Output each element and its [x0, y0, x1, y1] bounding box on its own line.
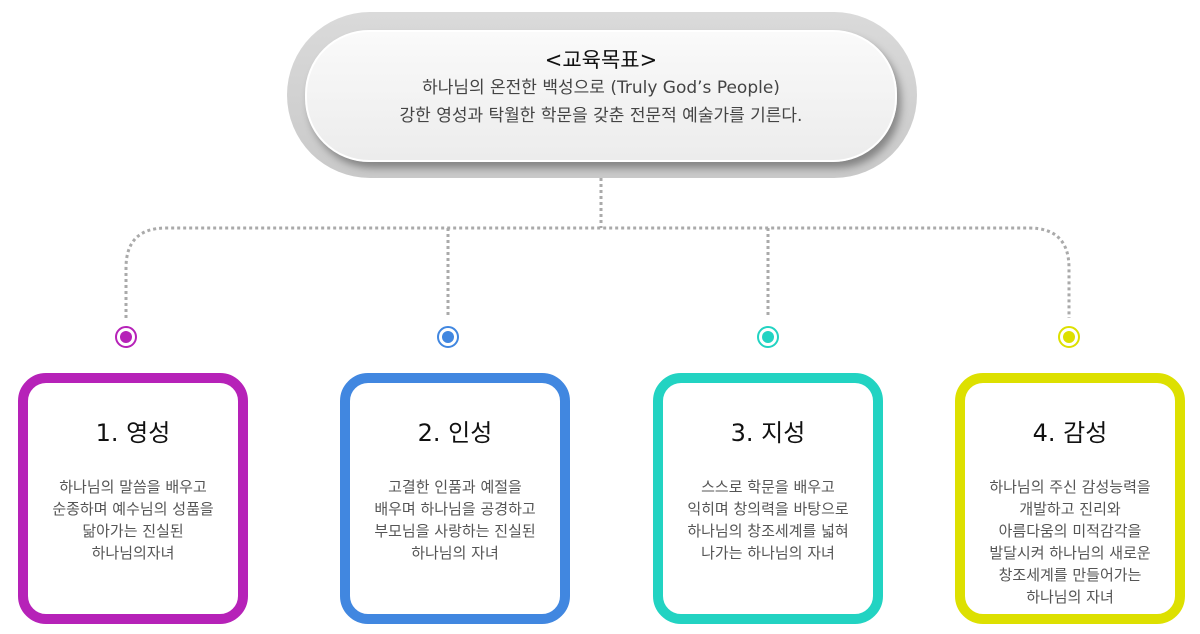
node-dot-icon — [442, 331, 454, 343]
card-title: 3. 지성 — [730, 419, 806, 447]
card-title: 2. 인성 — [417, 419, 493, 447]
goal-pill: <교육목표> 하나님의 온전한 백성으로 (Truly God’s People… — [305, 30, 897, 162]
node-dot-icon — [1063, 331, 1075, 343]
node-dot-icon — [120, 331, 132, 343]
goal-line-2: 강한 영성과 탁월한 학문을 갖춘 전문적 예술가를 기른다. — [399, 106, 803, 126]
goal-line-1: 하나님의 온전한 백성으로 (Truly God’s People) — [422, 78, 780, 98]
card-title: 4. 감성 — [1032, 419, 1108, 447]
card-text: 하나님의 주신 감성능력을 개발하고 진리와 아름다움의 미적감각을 발달시켜 … — [989, 478, 1151, 606]
goal-title: <교육목표> — [544, 48, 658, 72]
card-text: 고결한 인품과 예절을 배우며 하나님을 공경하고 부모님을 사랑하는 진실된 … — [374, 478, 536, 562]
node-dot-icon — [762, 331, 774, 343]
card-text: 하나님의 말씀을 배우고 순종하며 예수님의 성품을 닮아가는 진실된 하나님의… — [52, 478, 214, 562]
card-title: 1. 영성 — [95, 419, 171, 447]
card-text: 스스로 학문을 배우고 익히며 창의력을 바탕으로 하나님의 창조세계를 넓혀 … — [687, 478, 849, 562]
